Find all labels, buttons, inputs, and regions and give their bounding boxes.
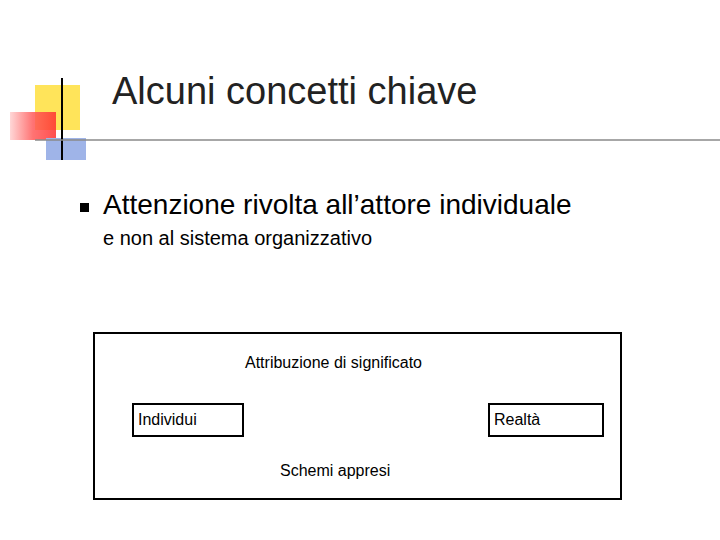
title-rule [35,139,720,141]
bullet-subtext: e non al sistema organizzativo [103,227,372,250]
concept-box: Realtà [488,403,604,437]
node-text: Individui [138,411,197,429]
frame-box: Attribuzione di significatoSchemi appres… [93,332,622,500]
concept-box: Individui [132,403,244,437]
vertical-rule [61,78,63,160]
slide-title: Alcuni concetti chiave [112,70,477,113]
node-text: Attribuzione di significato [245,354,422,372]
bullet-text: Attenzione rivolta all’attore individual… [103,189,572,221]
node-text: Schemi appresi [280,462,390,480]
blue-square [46,138,86,160]
node-text: Realtà [494,411,540,429]
bullet-square [80,203,89,212]
red-bar [10,112,56,140]
